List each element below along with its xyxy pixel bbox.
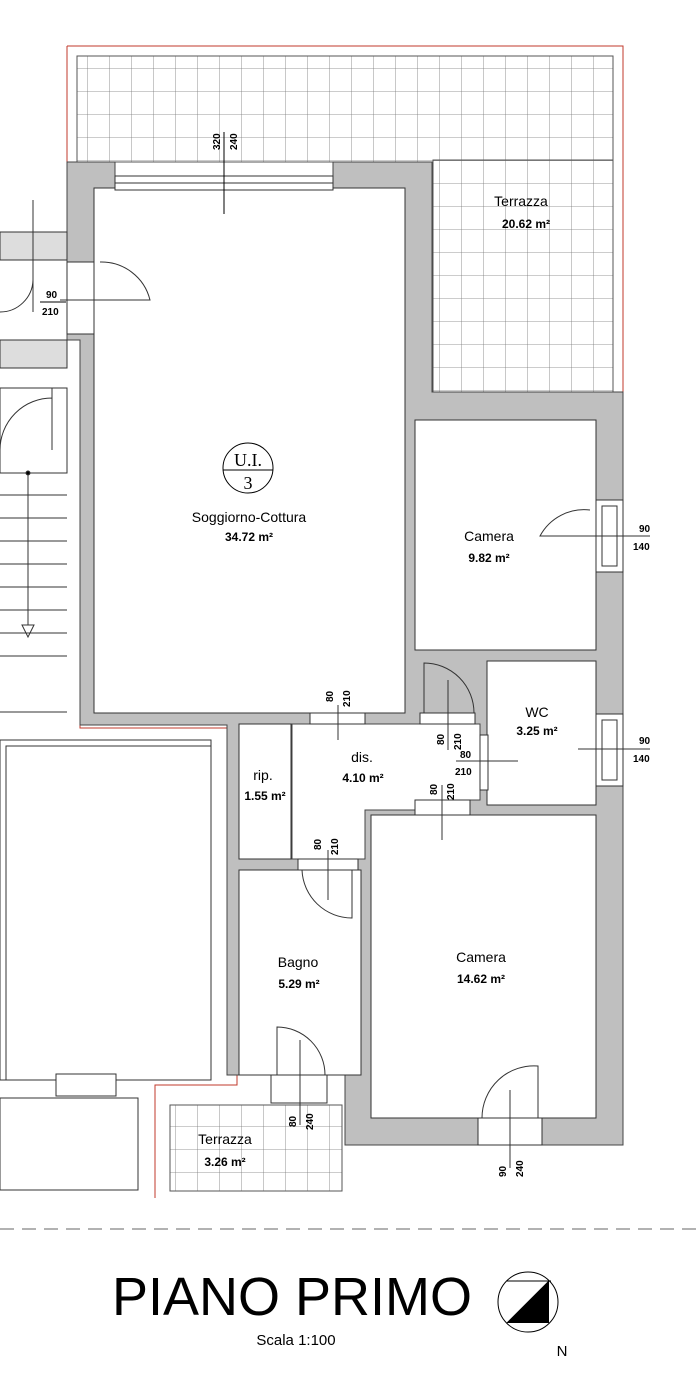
camera-large-door-height: 210 [446,783,457,800]
room-area-camera-large: 14.62 m² [457,972,505,986]
bagno-window-width: 80 [288,1115,299,1127]
room-area-terrazza-top: 20.62 m² [502,217,550,231]
wc-window-height: 140 [633,754,650,765]
room-name-wc: WC [525,704,548,720]
camera-window-width: 90 [639,524,651,535]
camera-window-height: 140 [633,542,650,553]
room-area-camera-small: 9.82 m² [468,551,509,565]
entry-door-width: 90 [46,290,58,301]
bagno-window-height: 240 [305,1113,316,1130]
wc-door [456,734,518,791]
wc-window-width: 90 [639,736,651,747]
camera-large-window-width: 90 [498,1165,509,1177]
camera-door [419,662,476,750]
plan-scale: Scala 1:100 [256,1332,335,1349]
room-area-terrazza-bottom: 3.26 m² [204,1155,245,1169]
terrace-door-height: 240 [229,133,240,150]
bagno-door [297,850,359,919]
room-name-dis: dis. [351,749,373,765]
room-area-dis: 4.10 m² [342,771,383,785]
room-area-bagno: 5.29 m² [278,977,319,991]
wc-door-width: 80 [460,750,472,761]
room-area-rip: 1.55 m² [244,789,285,803]
entry-door-height: 210 [42,307,59,318]
unit-id-number: 3 [244,473,253,493]
unit-id-label: U.I. [234,450,262,470]
room-name-camera-large: Camera [456,949,506,965]
terrace-bottom-tiles [169,1104,343,1192]
terrace-top-tiles [76,55,614,393]
north-arrow-icon [497,1271,559,1333]
camera-large-door [414,785,471,840]
terrace-door: 320 240 [114,132,334,214]
plan-title: PIANO PRIMO [112,1267,472,1327]
room-name-rip: rip. [253,767,272,783]
camera-door-height: 210 [453,733,464,750]
wc-door-height: 210 [455,767,472,778]
room-name-soggiorno: Soggiorno-Cottura [192,509,307,525]
terrace-door-width: 320 [212,133,223,150]
camera-door-width: 80 [436,733,447,745]
camera-large-window-height: 240 [515,1160,526,1177]
camera-window [539,499,650,573]
bagno-door-height: 210 [330,838,341,855]
dis-door-top-height: 210 [342,690,353,707]
room-name-terrazza-top: Terrazza [494,193,548,209]
wc-window [578,713,650,787]
room-name-camera-small: Camera [464,528,514,544]
bagno-window [270,1026,328,1125]
neighbour-stairs [0,200,212,1191]
dis-door-top-width: 80 [325,690,336,702]
camera-large-door-width: 80 [429,783,440,795]
dis-door-top [309,705,366,740]
entry-door [60,261,151,335]
room-name-terrazza-bottom: Terrazza [198,1131,252,1147]
room-name-bagno: Bagno [278,954,319,970]
room-area-wc: 3.25 m² [516,724,557,738]
room-area-soggiorno: 34.72 m² [225,530,273,544]
camera-large-window [477,1065,543,1168]
north-label: N [557,1343,568,1360]
unit-id-badge: U.I. 3 [222,442,274,494]
bagno-door-width: 80 [313,838,324,850]
